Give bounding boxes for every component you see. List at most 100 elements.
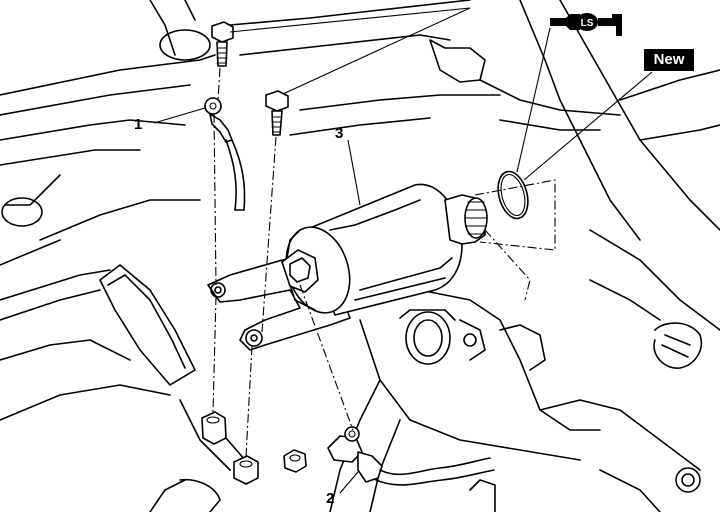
starter-body-seam [329,199,421,231]
leader-new-to-o-ring [523,71,653,181]
frame-tube-upper-lower-edge [0,84,191,116]
lead-cable-upper [379,457,491,476]
frame-cross-right-low [639,124,720,141]
starter-terminal-nut [281,249,319,293]
grease-gun-handle [598,14,622,36]
frame-post-top-2 [184,0,196,21]
axis-pinion-down [484,229,531,301]
lower-hose-left-2 [149,479,186,512]
o-ring [497,170,529,220]
lower-hose-left [179,478,221,512]
engine-case-top-edge-2 [499,119,601,131]
grease-gun-icon: LS [550,13,622,36]
leader-2 [339,471,359,494]
ground-lead-ring-terminal [204,97,222,115]
bushing-right-top [239,460,253,468]
starter-bore [405,311,451,365]
lead-terminal-boot [327,435,363,463]
bushing-right [233,455,259,485]
grease-gun-badge [576,13,598,31]
lower-mount-bushings [201,411,259,485]
crankcase-rib [459,319,486,361]
starter-terminal-stud [289,257,311,283]
frame-background [0,0,720,369]
leader-3 [347,139,361,206]
terminal-nut [283,449,307,473]
leader-lubricant-to-o-ring [516,27,551,173]
grease-gun-nozzle [550,14,580,30]
lead-ring-hole [348,430,356,438]
callout-3: 3 [335,125,343,142]
crankcase-outline-lower [359,319,581,461]
lead-terminal-cover [357,451,383,483]
frame-bracket-left [4,174,61,206]
frame-tube-mid [299,94,501,111]
starter-body-band [359,257,453,291]
leader-lines [153,7,653,494]
engine-mount-top [429,39,486,83]
frame-boss-top [159,29,211,61]
mount-hole-upper [210,282,226,298]
lower-frame-left [0,339,131,361]
crankcase-boss-right-inner [681,473,695,487]
mount-hole-lower [245,329,263,347]
callout-1: 1 [134,116,142,133]
frame-boss-left [1,197,43,227]
crankcase-lower-right [539,399,701,471]
lower-bracket [179,399,231,471]
leader-bolt-upper-right [282,7,471,95]
bolt-thread-upper-left [216,47,228,64]
starter-motor [207,183,488,351]
starter-motor-lead [327,426,495,486]
frame-arm-left [0,239,61,266]
lubricant-label: LS [581,18,594,29]
ground-lead-cable-left [225,139,237,211]
mount-hole-lower-inner [250,334,258,342]
pinion-gear-teeth [465,201,488,235]
fitting-right-ridges [661,334,691,358]
starter-bore-inner [413,319,443,357]
callout-2: 2 [326,490,334,507]
bolt-shank-upper-left [216,41,228,67]
mount-hole-upper-inner [214,286,222,294]
new-part-badge: New [644,49,694,71]
ground-lead-crimp [209,113,233,143]
lower-frame-left-2 [0,384,171,421]
frame-cross-right [619,69,720,101]
axis-bolt2-to-mount [261,136,277,333]
bolt-shank-upper-right [271,110,283,136]
bolt-thread-upper-right [271,116,283,133]
intake-duct-inner [107,274,186,369]
frame-rail-left-lower [0,149,141,166]
frame-tube-top-lower [239,34,451,56]
frame-post-top [149,0,176,56]
o-ring-inner [500,173,526,217]
crankcase-boss [499,324,546,371]
axis-mount-to-bushing [212,295,217,413]
bushing-left-top [206,416,220,424]
assembly-lines [212,67,556,457]
ground-lead-cable-right [231,139,246,211]
ground-lead [204,97,246,211]
intake-duct [0,264,231,512]
engine-case-top-edge [479,79,621,116]
crankcase-foot [599,469,661,512]
bolt-head-upper-right [265,90,289,112]
frame-lower-right [589,229,720,331]
frame-down-tube-right [519,0,641,241]
frame-rail-left [0,119,186,141]
lead-cable-lower [375,469,495,486]
axis-terminal-to-lead [299,284,354,431]
drain-plug [469,479,496,512]
axis-mount-to-bushing2 [245,345,253,457]
frame-arm-mid [39,199,201,241]
bolt-head-upper-left [211,21,234,43]
axis-pinion-to-crankcase [474,179,556,251]
crankcase-outline-upper [379,289,601,431]
bolt-upper-right [265,90,289,136]
crankcase-boss-right [675,467,701,493]
starter-body-band-2 [354,277,446,301]
fitting-right [653,322,702,369]
intake-duct-body [99,264,196,386]
